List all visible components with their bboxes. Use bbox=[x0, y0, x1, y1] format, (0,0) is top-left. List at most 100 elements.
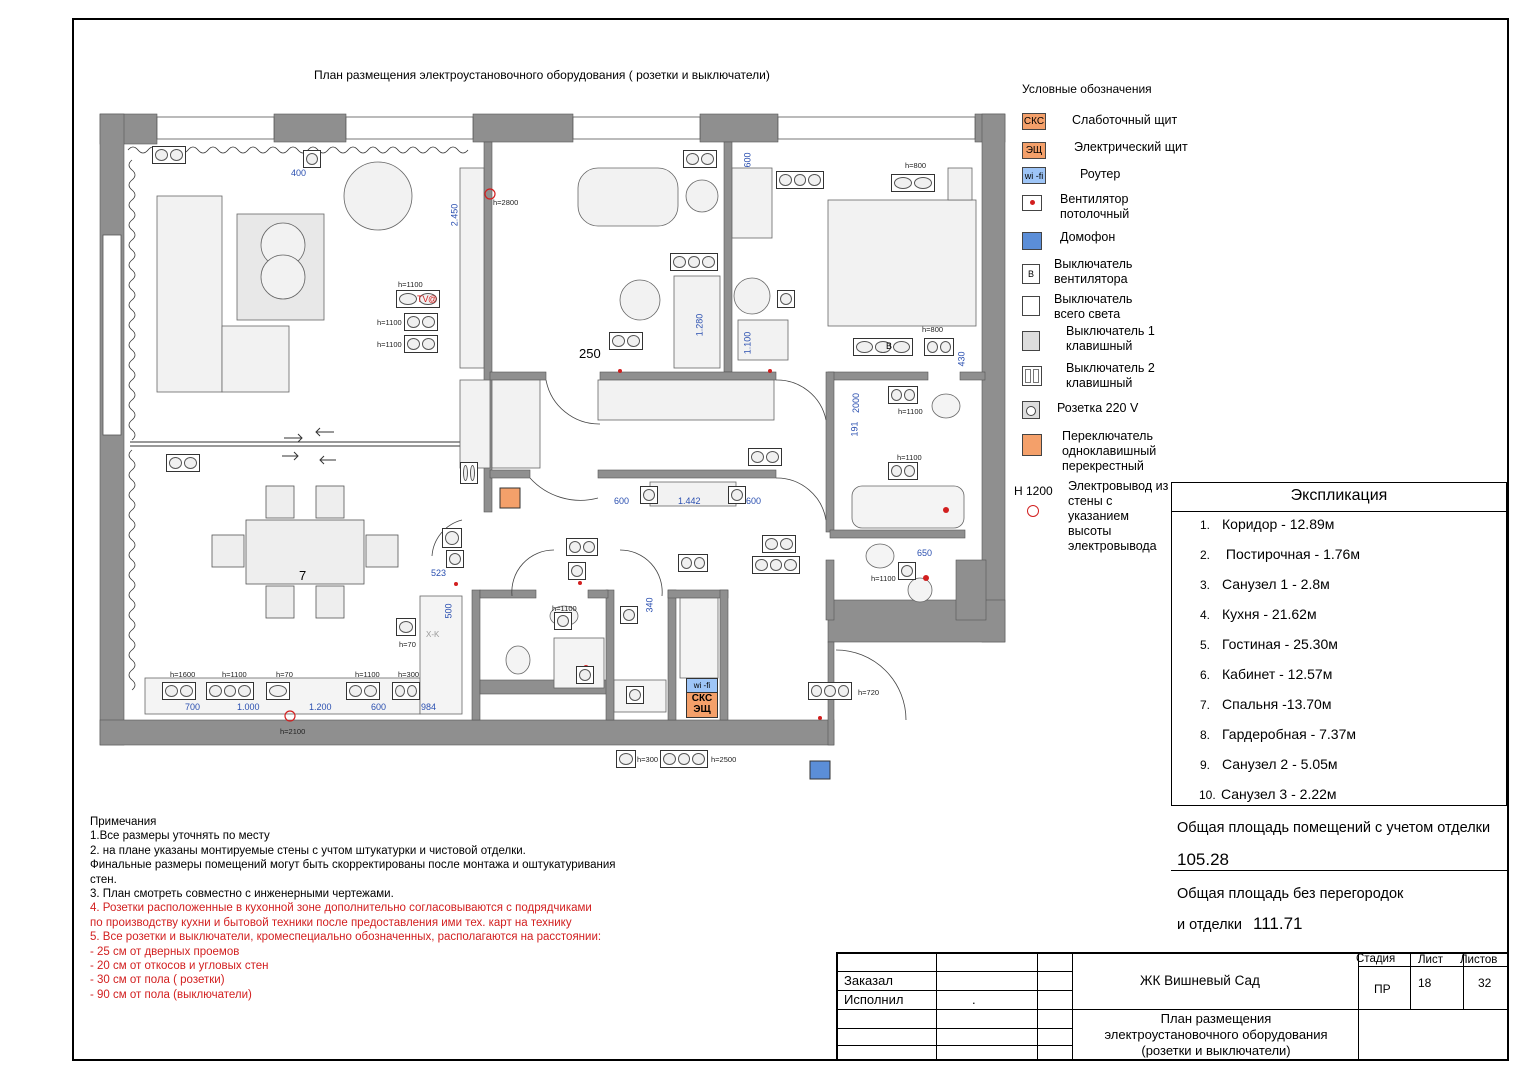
intercom-icon bbox=[809, 760, 831, 780]
tv-label: TV bbox=[417, 294, 429, 304]
xk-label: X-K bbox=[426, 630, 440, 639]
dimension: 984 bbox=[421, 702, 437, 712]
wardrobe bbox=[459, 379, 491, 469]
socket bbox=[728, 486, 746, 504]
wall-outlet-icon bbox=[1027, 505, 1039, 517]
dimension: 1.442 bbox=[678, 496, 701, 506]
height-label: h=1600 bbox=[170, 670, 196, 679]
socket bbox=[620, 606, 638, 624]
area-with-finish-value: 105.28 bbox=[1177, 850, 1229, 869]
area-without-block: Общая площадь без перегородок и отделки … bbox=[1171, 871, 1507, 951]
legend-title: Условные обозначения bbox=[1022, 82, 1152, 96]
height-label: h=1100 bbox=[355, 670, 380, 679]
socket-double bbox=[762, 535, 796, 553]
note-line: - 25 см от дверных проемов bbox=[90, 945, 240, 958]
wall-segment bbox=[829, 529, 966, 539]
outlet-marker bbox=[454, 582, 458, 586]
toilet bbox=[931, 393, 961, 419]
note-line: 4. Розетки расположенные в кухонной зоне… bbox=[90, 902, 592, 915]
height-label: h=1100 bbox=[898, 407, 923, 416]
dimension: 1.000 bbox=[237, 702, 260, 712]
outlet-marker bbox=[578, 581, 582, 585]
sheets-label: Листов bbox=[1460, 954, 1498, 966]
window bbox=[156, 116, 275, 140]
title-block: Заказал Исполнил . ЖК Вишневый Сад План … bbox=[836, 952, 1509, 1061]
dimension: 2000 bbox=[851, 392, 862, 414]
chair bbox=[265, 485, 295, 519]
height-label: h=1100 bbox=[377, 318, 402, 327]
height-label: h=300 bbox=[398, 670, 420, 679]
height-label: h=800 bbox=[905, 161, 927, 170]
dimension: 500 bbox=[443, 603, 454, 619]
switch-v-icon bbox=[566, 538, 598, 556]
wall-segment bbox=[472, 113, 574, 143]
ceiling-fan-marker bbox=[943, 507, 949, 513]
socket-tv bbox=[396, 290, 440, 308]
height-label: h=1100 bbox=[871, 574, 896, 583]
dimension: 340 bbox=[644, 597, 655, 613]
area-without-label-2: и отделки bbox=[1177, 917, 1242, 933]
height-label: h=2100 bbox=[280, 727, 306, 736]
height-label: h=1100 bbox=[552, 604, 577, 613]
performed-label: Исполнил bbox=[844, 992, 904, 1007]
stage-value: ПР bbox=[1374, 982, 1391, 996]
wall-outlet-icon bbox=[284, 710, 296, 722]
chair bbox=[365, 534, 399, 568]
switch-2-icon bbox=[460, 462, 478, 484]
arrow-icon bbox=[282, 451, 299, 461]
dimension: 1.200 bbox=[309, 702, 332, 712]
desk bbox=[673, 275, 721, 369]
study-sofa bbox=[577, 167, 679, 227]
explication-row: 2. Постирочная - 1.76м bbox=[1200, 546, 1360, 562]
wall-segment bbox=[825, 371, 835, 533]
wall-segment bbox=[723, 141, 733, 373]
note-line: - 30 см от пола ( розетки) bbox=[90, 974, 225, 987]
door-swing bbox=[529, 477, 599, 501]
wall-segment bbox=[605, 589, 615, 721]
arrow-icon bbox=[319, 455, 336, 465]
curtain bbox=[128, 159, 136, 441]
socket-triple bbox=[206, 682, 254, 700]
socket-triple bbox=[660, 750, 708, 768]
chair bbox=[211, 534, 245, 568]
explication-row: 7.Спальня -13.70м bbox=[1200, 696, 1332, 712]
socket-triple bbox=[670, 253, 718, 271]
fan-switch-label: В bbox=[886, 341, 893, 351]
explication-title: Экспликация bbox=[1172, 483, 1506, 512]
wall-segment bbox=[489, 469, 531, 479]
orange-box-icon: СКС bbox=[1022, 113, 1046, 130]
switch-1-icon bbox=[1022, 331, 1040, 351]
socket bbox=[616, 750, 636, 768]
switch-2-icon bbox=[1022, 366, 1042, 386]
explication-row: 9.Санузел 2 - 5.05м bbox=[1200, 756, 1338, 772]
socket-icon bbox=[1022, 401, 1040, 419]
wall-segment bbox=[273, 113, 347, 143]
cross-switch-icon bbox=[499, 487, 521, 509]
wall-segment bbox=[667, 589, 729, 599]
area-without-value: 111.71 bbox=[1253, 914, 1303, 933]
sheet-value: 18 bbox=[1418, 976, 1432, 990]
wall-segment bbox=[99, 719, 835, 746]
socket-double bbox=[891, 174, 935, 192]
note-line: - 90 см от пола (выключатели) bbox=[90, 988, 252, 1001]
door-swing bbox=[775, 379, 827, 421]
explication-row: 1.Коридор - 12.89м bbox=[1200, 516, 1335, 532]
chair bbox=[265, 585, 295, 619]
sofa bbox=[156, 195, 223, 393]
chair bbox=[315, 485, 345, 519]
area-without-label-1: Общая площадь без перегородок bbox=[1177, 886, 1404, 902]
door-swing bbox=[431, 519, 463, 557]
explication-row: 4.Кухня - 21.62м bbox=[1200, 606, 1317, 622]
dimension: 650 bbox=[917, 548, 933, 558]
switch-v-icon: В bbox=[1022, 264, 1040, 284]
height-label: h=1100 bbox=[377, 340, 402, 349]
socket-double bbox=[404, 335, 438, 353]
wall-segment bbox=[489, 371, 547, 381]
curtain bbox=[128, 449, 136, 691]
armchair bbox=[737, 319, 789, 361]
bathtub bbox=[851, 485, 965, 529]
window bbox=[102, 234, 122, 436]
project-name: ЖК Вишневый Сад bbox=[1140, 973, 1260, 988]
socket bbox=[576, 666, 594, 684]
bed bbox=[827, 199, 977, 327]
